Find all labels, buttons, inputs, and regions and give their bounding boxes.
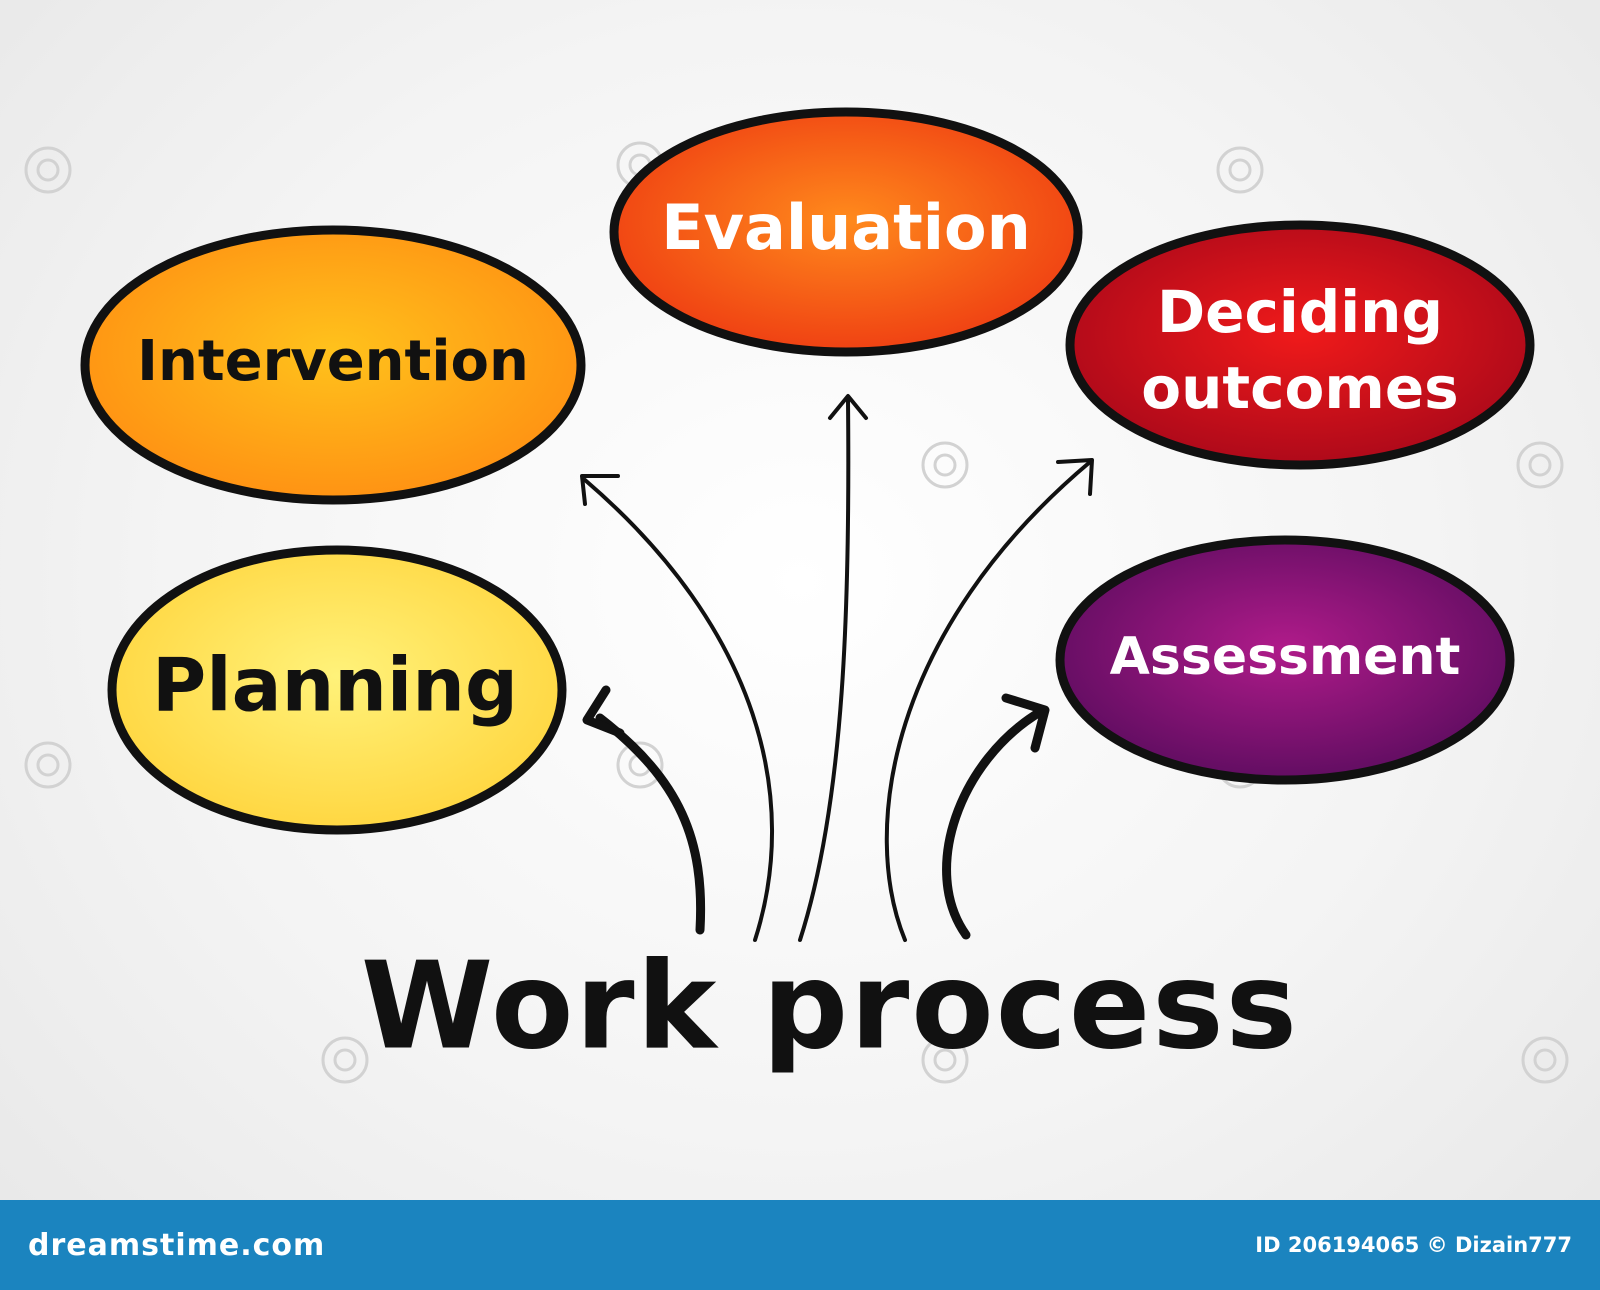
node-assessment-bubble (1055, 535, 1515, 785)
mind-map-diagram: Evaluation Intervention Deciding outcome… (24, 107, 1569, 1084)
node-evaluation-bubble (609, 107, 1083, 357)
arrowhead-assessment (1001, 693, 1050, 753)
node-intervention: Intervention (80, 225, 586, 505)
node-planning: Planning (107, 545, 567, 835)
node-deciding-outcomes: Deciding outcomes (1065, 220, 1535, 470)
arrowhead-deciding (1056, 458, 1094, 496)
node-assessment: Assessment (1055, 535, 1515, 785)
arrow-to-evaluation (798, 398, 851, 942)
node-intervention-bubble (80, 225, 586, 505)
arrow-to-deciding (884, 460, 1092, 942)
node-planning-bubble (107, 545, 567, 835)
central-topic-title: Work process (361, 938, 1299, 1077)
footer-image-credit: ID 206194065 © Dizain777 (1255, 1233, 1572, 1257)
node-deciding-label-line2: outcomes (1141, 354, 1458, 422)
stock-footer-bar: dreamstime.com ID 206194065 © Dizain777 (0, 1200, 1600, 1290)
node-deciding-label-line1: Deciding (1157, 278, 1443, 346)
arrowhead-intervention (580, 474, 620, 506)
arrow-to-intervention (583, 478, 775, 942)
node-deciding-bubble (1065, 220, 1535, 470)
footer-brand: dreamstime.com (28, 1227, 326, 1263)
node-planning-label: Planning (152, 643, 518, 729)
connector-arrows (580, 394, 1094, 942)
node-evaluation-label: Evaluation (661, 191, 1030, 264)
node-assessment-label: Assessment (1110, 627, 1461, 687)
node-evaluation: Evaluation (609, 107, 1083, 357)
arrow-to-planning (595, 713, 706, 935)
arrow-to-assessment (942, 707, 1045, 940)
arrowhead-planning (582, 685, 625, 738)
node-intervention-label: Intervention (137, 329, 529, 394)
arrowhead-evaluation (828, 394, 868, 420)
